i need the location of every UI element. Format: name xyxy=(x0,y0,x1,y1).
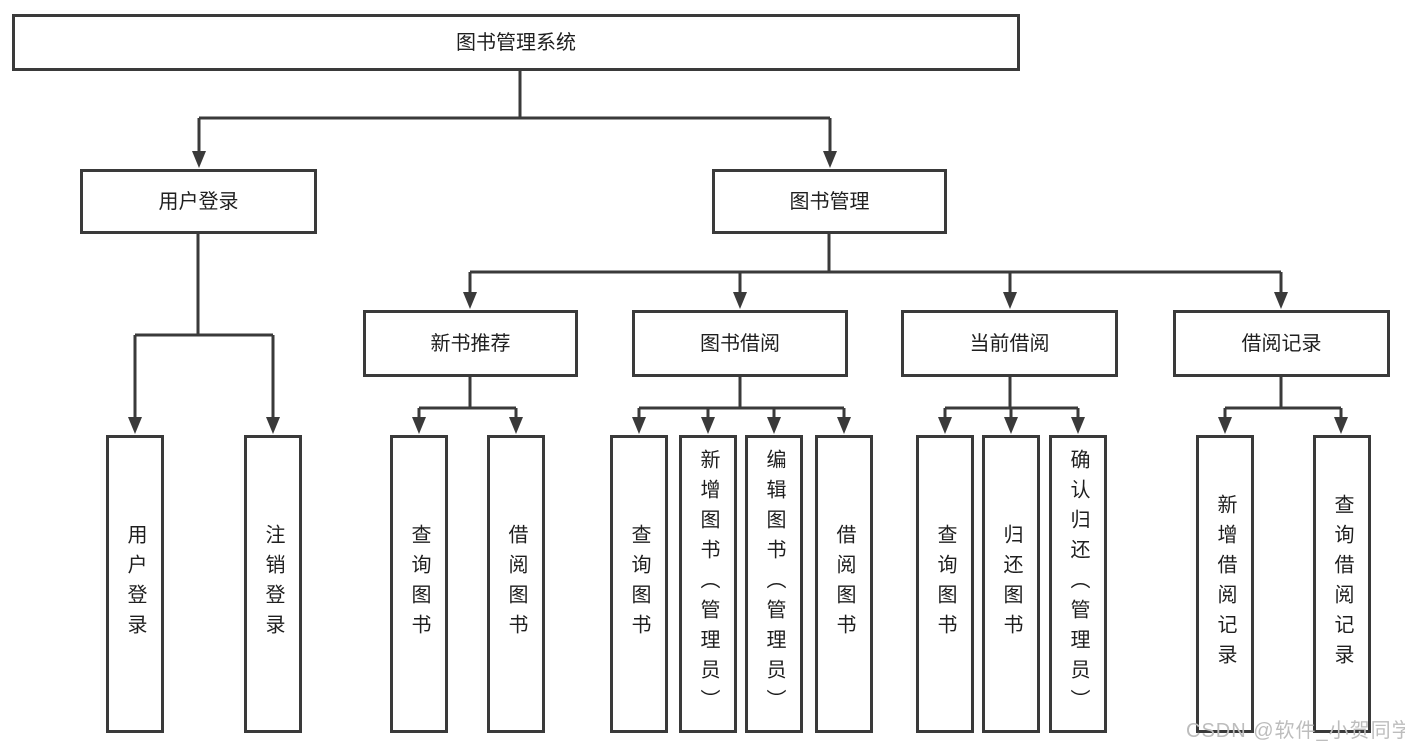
arrowhead xyxy=(1004,417,1018,434)
node-root: 图书管理系统 xyxy=(12,14,1020,71)
node-new-book-recommend: 新书推荐 xyxy=(363,310,578,377)
arrowhead xyxy=(509,417,523,434)
leaf-borrow-book-recommend: 借阅图书 xyxy=(487,435,545,733)
leaf-label: 查询图书 xyxy=(934,524,956,644)
arrowhead xyxy=(823,151,837,168)
node-user-login-group: 用户登录 xyxy=(80,169,317,234)
leaf-label: 新增借阅记录 xyxy=(1214,494,1236,674)
leaf-edit-book-admin: 编辑图书（管理员） xyxy=(745,435,803,733)
leaf-label: 归还图书 xyxy=(1000,524,1022,644)
leaf-label: 编辑图书（管理员） xyxy=(763,449,785,719)
csdn-watermark: CSDN @软件_小贺同学 xyxy=(1186,720,1405,742)
leaf-label: 用户登录 xyxy=(124,524,146,644)
edge-current-borrow xyxy=(943,377,1080,419)
arrowhead xyxy=(128,417,142,434)
edge-new-book xyxy=(417,377,518,419)
arrowhead xyxy=(1218,417,1232,434)
arrowhead xyxy=(938,417,952,434)
arrowhead xyxy=(266,417,280,434)
node-book-borrow: 图书借阅 xyxy=(632,310,848,377)
leaf-label: 注销登录 xyxy=(262,524,284,644)
edge-book-borrow xyxy=(637,377,846,419)
leaf-label: 查询借阅记录 xyxy=(1331,494,1353,674)
node-current-borrow: 当前借阅 xyxy=(901,310,1118,377)
arrowhead xyxy=(1274,292,1288,309)
arrowhead xyxy=(701,417,715,434)
leaf-logout: 注销登录 xyxy=(244,435,302,733)
leaf-add-book-admin: 新增图书（管理员） xyxy=(679,435,737,733)
leaf-label: 新增图书（管理员） xyxy=(697,449,719,719)
node-book-mgmt: 图书管理 xyxy=(712,169,947,234)
edge-user-login xyxy=(133,234,275,419)
arrowhead xyxy=(412,417,426,434)
leaf-query-book-recommend: 查询图书 xyxy=(390,435,448,733)
arrowhead xyxy=(632,417,646,434)
edge-borrow-records xyxy=(1223,377,1343,419)
arrowhead xyxy=(733,292,747,309)
edge-book-mgmt xyxy=(468,233,1283,294)
arrowhead xyxy=(767,417,781,434)
arrowhead xyxy=(1071,417,1085,434)
leaf-borrow-book: 借阅图书 xyxy=(815,435,873,733)
leaf-label: 确认归还（管理员） xyxy=(1067,449,1089,719)
leaf-return-book: 归还图书 xyxy=(982,435,1040,733)
leaf-query-borrow-record: 查询借阅记录 xyxy=(1313,435,1371,733)
arrowhead xyxy=(463,292,477,309)
leaf-label: 借阅图书 xyxy=(833,524,855,644)
leaf-user-login: 用户登录 xyxy=(106,435,164,733)
leaf-label: 借阅图书 xyxy=(505,524,527,644)
leaf-label: 查询图书 xyxy=(628,524,650,644)
leaf-confirm-return-admin: 确认归还（管理员） xyxy=(1049,435,1107,733)
arrowhead xyxy=(1003,292,1017,309)
leaf-query-book-borrow: 查询图书 xyxy=(610,435,668,733)
arrowhead xyxy=(1334,417,1348,434)
leaf-add-borrow-record: 新增借阅记录 xyxy=(1196,435,1254,733)
edge-root xyxy=(197,70,832,153)
leaf-label: 查询图书 xyxy=(408,524,430,644)
node-borrow-records: 借阅记录 xyxy=(1173,310,1390,377)
arrowhead xyxy=(192,151,206,168)
arrowhead xyxy=(837,417,851,434)
leaf-query-book-current: 查询图书 xyxy=(916,435,974,733)
